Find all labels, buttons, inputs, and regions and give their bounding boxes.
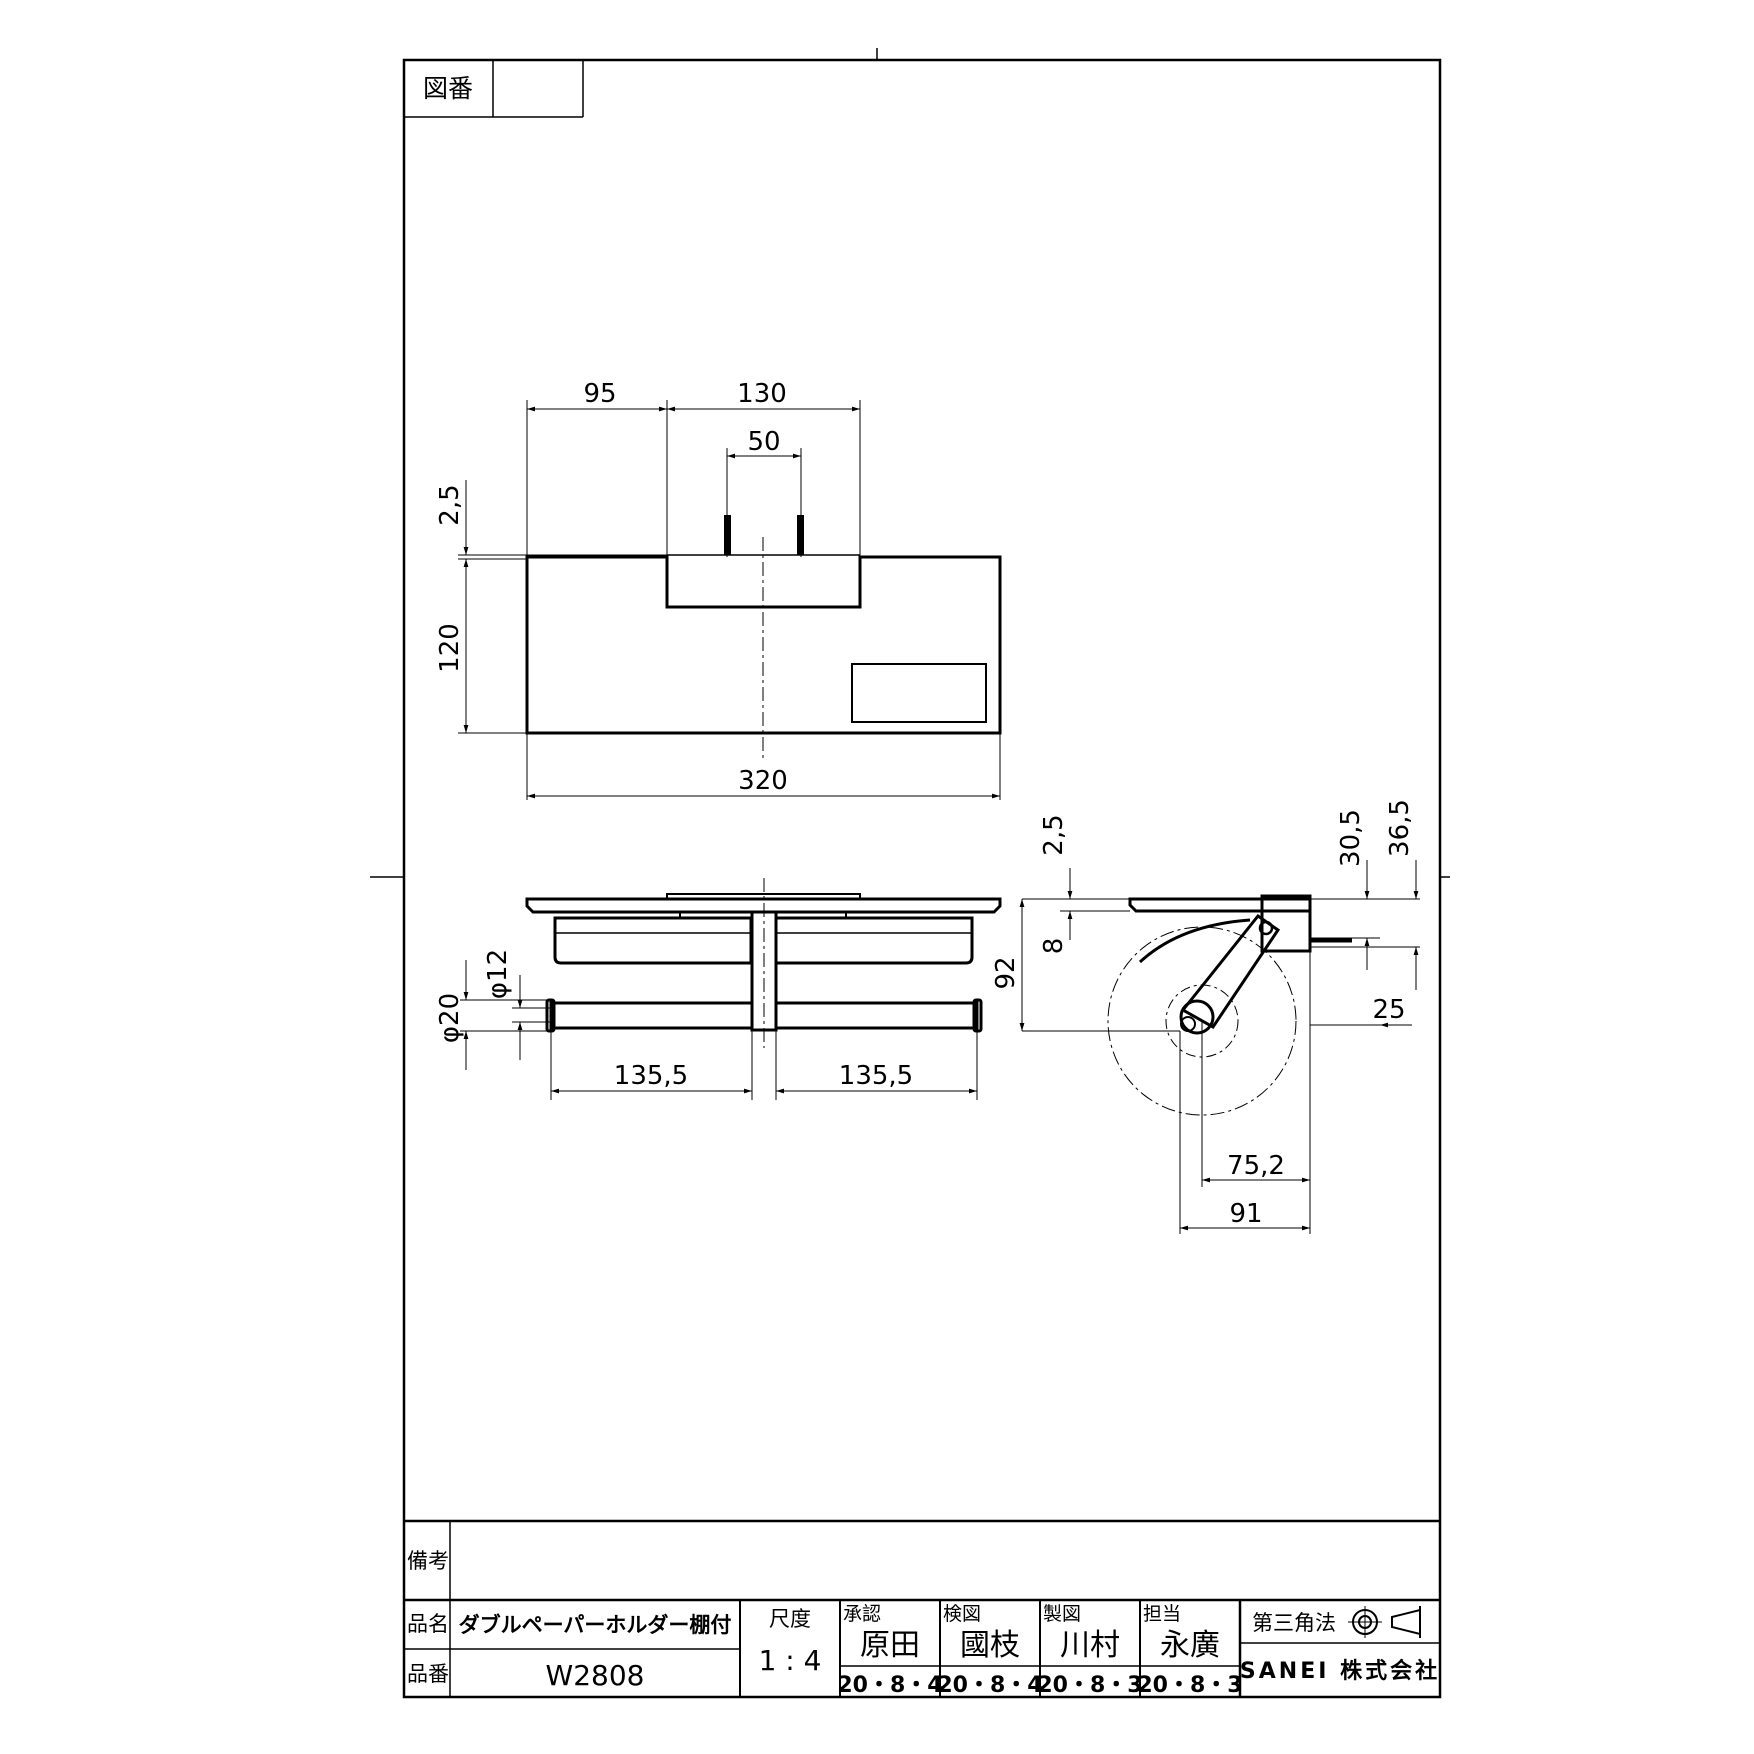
top-view-dimension-texts: 95 130 50 320 120 2,5 [435, 379, 788, 796]
dim-95: 95 [583, 379, 616, 409]
projection-label: 第三角法 [1252, 1611, 1336, 1635]
draft-label: 製図 [1043, 1603, 1081, 1625]
approval-name: 原田 [860, 1628, 920, 1663]
dim-phi12: φ12 [483, 949, 513, 999]
product-no-label: 品番 [407, 1662, 449, 1686]
charge-label: 担当 [1143, 1603, 1181, 1625]
title-block-texts: 備考 品名 ダブルペーパーホルダー棚付 品番 W2808 尺度 1 : 4 承認… [407, 1549, 1440, 1698]
approval-date: 20・8・4 [837, 1673, 942, 1698]
dim-120: 120 [435, 623, 465, 673]
charge-name: 永廣 [1160, 1628, 1220, 1663]
front-view-right-bar [774, 1001, 979, 1030]
check-label: 検図 [943, 1603, 981, 1625]
drawing-number-box: 図番 [404, 60, 584, 118]
product-name-label: 品名 [407, 1612, 449, 1636]
front-view-left-bar [549, 1001, 754, 1030]
draft-name: 川村 [1060, 1628, 1120, 1663]
dim-320: 320 [738, 766, 788, 796]
side-view-dimension-texts: 2,5 8 92 30,5 36,5 25 75,2 91 [991, 799, 1415, 1229]
dim-8: 8 [1039, 938, 1069, 955]
side-view [1019, 860, 1420, 1234]
dim-91: 91 [1229, 1199, 1262, 1229]
dim-2-5-top: 2,5 [435, 484, 465, 525]
third-angle-projection-symbol [1348, 1606, 1421, 1638]
scale-value: 1 : 4 [759, 1644, 822, 1677]
dim-30-5: 30,5 [1336, 809, 1366, 867]
company-name: SANEI 株式会社 [1240, 1658, 1440, 1684]
front-view-shelf [525, 897, 1002, 914]
dim-25: 25 [1372, 995, 1405, 1025]
dim-50: 50 [747, 427, 780, 457]
charge-date: 20・8・3 [1137, 1673, 1242, 1698]
top-view-inner-rect [851, 663, 987, 723]
check-date: 20・8・4 [937, 1673, 1042, 1698]
top-view [458, 400, 1002, 800]
front-view-left-box [553, 916, 753, 965]
remarks-label: 備考 [407, 1549, 449, 1573]
dim-92: 92 [991, 956, 1021, 989]
side-view-shelf [1128, 897, 1312, 913]
scale-label: 尺度 [769, 1607, 811, 1631]
front-view-right-box [774, 916, 974, 965]
side-view-arm [1180, 913, 1281, 1029]
dim-135-5-left: 135,5 [614, 1061, 688, 1091]
check-name: 國枝 [960, 1628, 1020, 1663]
sheet-border [402, 58, 1442, 1699]
side-view-paper-roll [1107, 926, 1297, 1116]
drawing-number-label: 図番 [423, 74, 473, 103]
dim-2-5-side: 2,5 [1039, 814, 1069, 855]
front-view-dimension-texts: φ12 φ20 135,5 135,5 [435, 949, 913, 1091]
dim-phi20: φ20 [435, 993, 465, 1043]
draft-date: 20・8・3 [1037, 1673, 1142, 1698]
approval-label: 承認 [843, 1603, 881, 1625]
product-name: ダブルペーパーホルダー棚付 [459, 1613, 732, 1637]
dim-130: 130 [737, 379, 787, 409]
dim-135-5-right: 135,5 [839, 1061, 913, 1091]
dim-36-5: 36,5 [1385, 799, 1415, 857]
centering-marks [370, 48, 1450, 878]
product-no: W2808 [546, 1659, 645, 1692]
title-block [404, 1519, 1440, 1697]
front-view [460, 878, 1002, 1100]
dim-75-2: 75,2 [1227, 1151, 1285, 1181]
